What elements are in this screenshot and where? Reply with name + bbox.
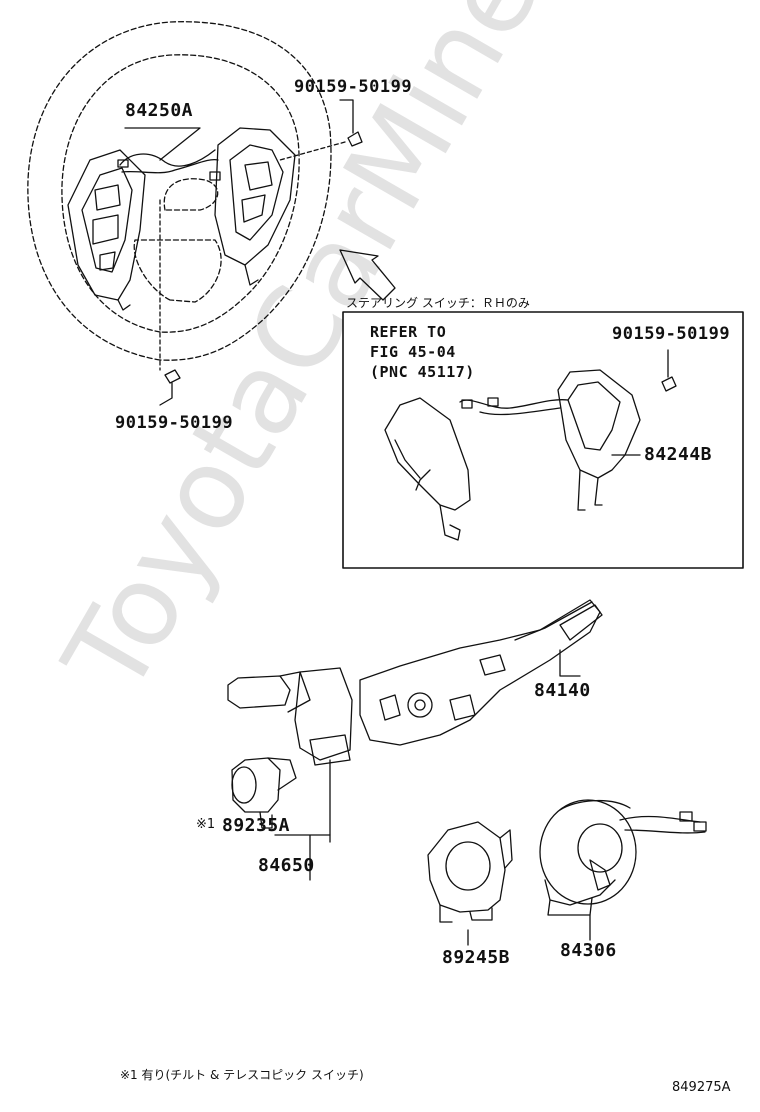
inset-frame — [342, 311, 744, 569]
combination-switch-84140 — [227, 599, 603, 766]
label-bolt-top: 90159-50199 — [294, 77, 413, 97]
label-89235a-mark: ※1 — [196, 817, 216, 832]
switch-wire-harness — [119, 149, 219, 174]
label-84250a: 84250A — [125, 100, 194, 121]
label-89235a: 89235A — [222, 815, 291, 836]
label-84650: 84650 — [258, 855, 315, 876]
tilt-switch-89235a — [231, 757, 297, 829]
label-84306: 84306 — [560, 940, 617, 961]
inset-caption: ステアリング スイッチ：ＲＨのみ — [346, 296, 530, 310]
steering-switch-left — [67, 149, 146, 311]
spiral-cable-84306 — [539, 799, 707, 941]
steering-switch-right — [214, 127, 296, 286]
label-bolt-inset: 90159-50199 — [612, 324, 731, 344]
steering-wheel — [27, 21, 332, 361]
label-89245b: 89245B — [442, 947, 511, 968]
bolt-left — [159, 199, 181, 406]
inset-bolt — [661, 349, 677, 392]
refer-line-2: FIG 45-04 — [370, 343, 456, 361]
inset-cover-part — [384, 397, 471, 541]
footnote: ※1 有り(チルト & テレスコピック スイッチ) — [120, 1068, 364, 1082]
label-84244b: 84244B — [644, 444, 713, 465]
bolt-top — [279, 99, 363, 161]
leader-84250a — [124, 127, 201, 161]
refer-line-3: (PNC 45117) — [370, 363, 475, 381]
label-bolt-left: 90159-50199 — [115, 413, 234, 433]
inset-switch-84244b — [459, 369, 641, 511]
view-arrow — [339, 249, 396, 301]
figure-id: 849275A — [672, 1080, 731, 1095]
label-84140: 84140 — [534, 680, 591, 701]
steering-sensor-89245b — [427, 821, 513, 946]
refer-line-1: REFER TO — [370, 323, 447, 341]
